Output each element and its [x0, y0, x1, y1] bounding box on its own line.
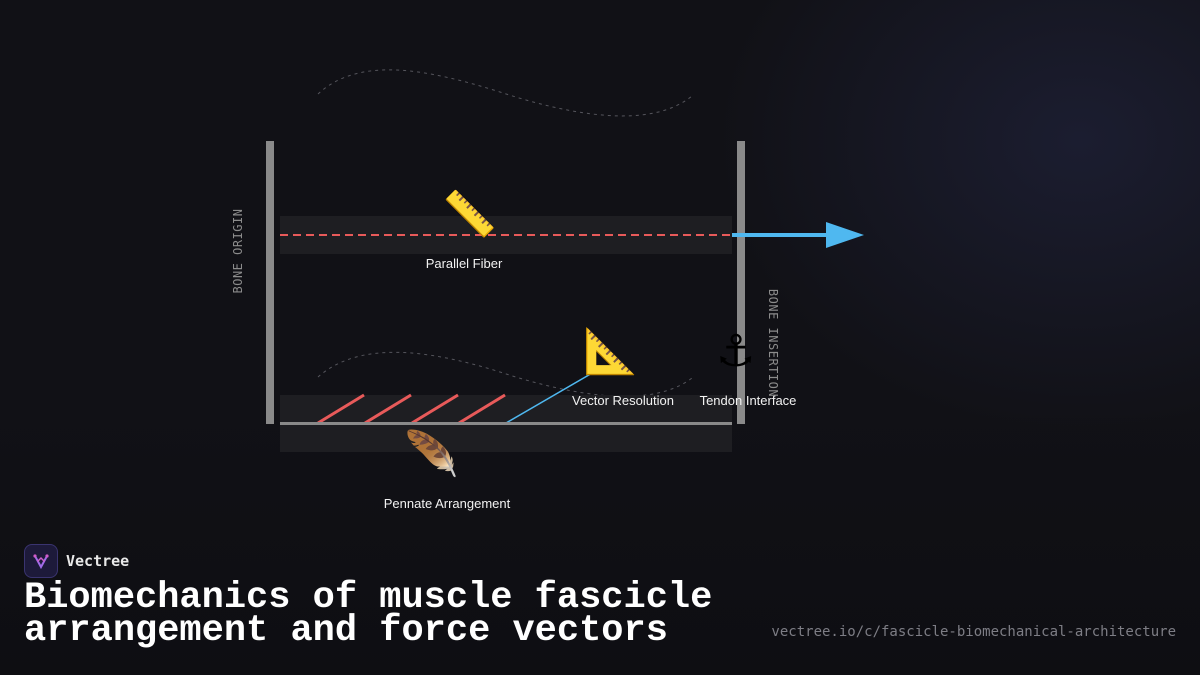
brand: Vectree: [24, 544, 129, 578]
vectree-logo-icon: [24, 544, 58, 578]
vector-resolution-label: Vector Resolution: [572, 393, 674, 408]
brand-name: Vectree: [66, 552, 130, 570]
decorative-curve-bottom: [317, 351, 693, 397]
feather-icon: 🪶: [404, 429, 459, 480]
bone-origin-plate: [266, 141, 274, 424]
anchor-icon: ⚓: [716, 326, 756, 377]
page-title: Biomechanics of muscle fascicle arrangem…: [24, 577, 713, 652]
pennate-fiber-2: [364, 393, 412, 425]
parallel-fiber-label: Parallel Fiber: [425, 256, 503, 271]
triangle-ruler-icon: 📐: [583, 326, 638, 377]
aponeurosis-line: [280, 422, 732, 425]
vector-resolution-line: [505, 371, 595, 424]
bone-origin-label: BONE ORIGIN: [231, 208, 245, 294]
ruler-icon: 📏: [442, 189, 497, 240]
force-vector-arrow-head: [826, 222, 864, 248]
pennate-arrangement-label: Pennate Arrangement: [383, 496, 511, 511]
pennate-fiber-4: [458, 393, 506, 425]
pennate-fiber-1: [317, 393, 365, 425]
bone-insertion-plate: [737, 141, 745, 424]
decorative-curve-top: [317, 69, 693, 117]
pennate-fiber-3: [411, 393, 459, 425]
source-url[interactable]: vectree.io/c/fascicle-biomechanical-arch…: [771, 624, 1176, 640]
tendon-interface-label: Tendon Interface: [699, 393, 797, 408]
bone-insertion-label: BONE INSERTION: [766, 288, 780, 398]
